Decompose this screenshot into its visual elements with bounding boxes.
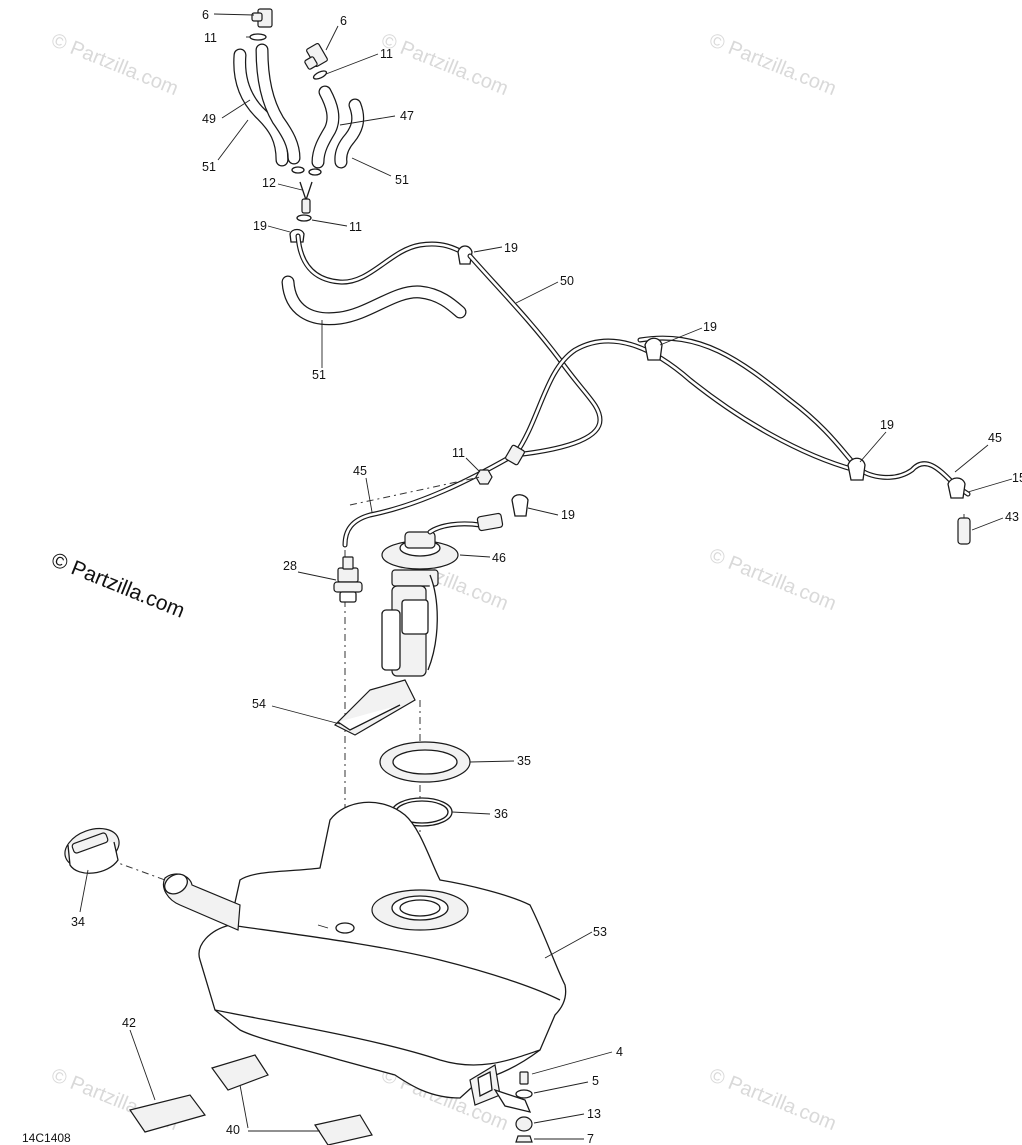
callout-47: 47	[400, 109, 414, 123]
callout-51-right: 51	[395, 173, 409, 187]
callouts: 6 6 11 11 49 47 51 51 12 19 11 19 50 51 …	[71, 8, 1022, 1145]
callout-11-mid: 11	[349, 220, 362, 234]
callout-35: 35	[517, 754, 531, 768]
watermark-8: © Partzilla.com	[706, 1064, 839, 1135]
callout-15: 15	[1012, 471, 1022, 485]
callout-6-fitting: 6	[340, 14, 347, 28]
callout-45-left: 45	[353, 464, 367, 478]
lock-ring-and-gasket	[379, 741, 471, 827]
callout-45-right: 45	[988, 431, 1002, 445]
vent-hoses-upper	[233, 8, 365, 243]
callout-11-lower: 11	[452, 446, 465, 460]
fuel-pump-assembly	[333, 512, 504, 736]
callout-54: 54	[252, 697, 266, 711]
callout-36: 36	[494, 807, 508, 821]
callout-28: 28	[283, 559, 297, 573]
vent-hoses-lower	[281, 233, 473, 326]
mounting-hardware	[515, 1071, 533, 1143]
callout-51-left: 51	[202, 160, 216, 174]
callout-49: 49	[202, 112, 216, 126]
drawing-code: 14C1408	[22, 1131, 71, 1145]
fuel-tank	[162, 801, 567, 1113]
callout-50: 50	[560, 274, 574, 288]
vent-valve	[333, 556, 363, 603]
callout-42: 42	[122, 1016, 136, 1030]
callout-5: 5	[592, 1074, 599, 1088]
watermark-5: © Partzilla.com	[706, 544, 839, 615]
callout-51-lower: 51	[312, 368, 326, 382]
brand-logo-text: © Partzilla.com	[48, 548, 188, 622]
callout-19-far: 19	[880, 418, 894, 432]
callout-11-top: 11	[204, 31, 217, 45]
callout-53: 53	[593, 925, 607, 939]
callout-6-top: 6	[202, 8, 209, 22]
callout-34: 34	[71, 915, 85, 929]
watermark-1: © Partzilla.com	[48, 29, 181, 100]
callout-12: 12	[262, 176, 276, 190]
watermark-2: © Partzilla.com	[378, 29, 511, 100]
callout-46: 46	[492, 551, 506, 565]
fuel-cap	[64, 827, 120, 874]
tank-pads	[129, 1054, 373, 1145]
leader-lines	[79, 13, 1013, 1140]
callout-4: 4	[616, 1045, 623, 1059]
callout-19-right: 19	[703, 320, 717, 334]
callout-19-left: 19	[253, 219, 267, 233]
watermark-3: © Partzilla.com	[706, 29, 839, 100]
fuel-lines	[342, 253, 971, 548]
callout-40: 40	[226, 1123, 240, 1137]
callout-43: 43	[1005, 510, 1019, 524]
callout-19-upper: 19	[504, 241, 518, 255]
callout-13: 13	[587, 1107, 601, 1121]
callout-7: 7	[587, 1132, 594, 1145]
callout-11-fitting: 11	[380, 47, 393, 61]
callout-19-lower: 19	[561, 508, 575, 522]
